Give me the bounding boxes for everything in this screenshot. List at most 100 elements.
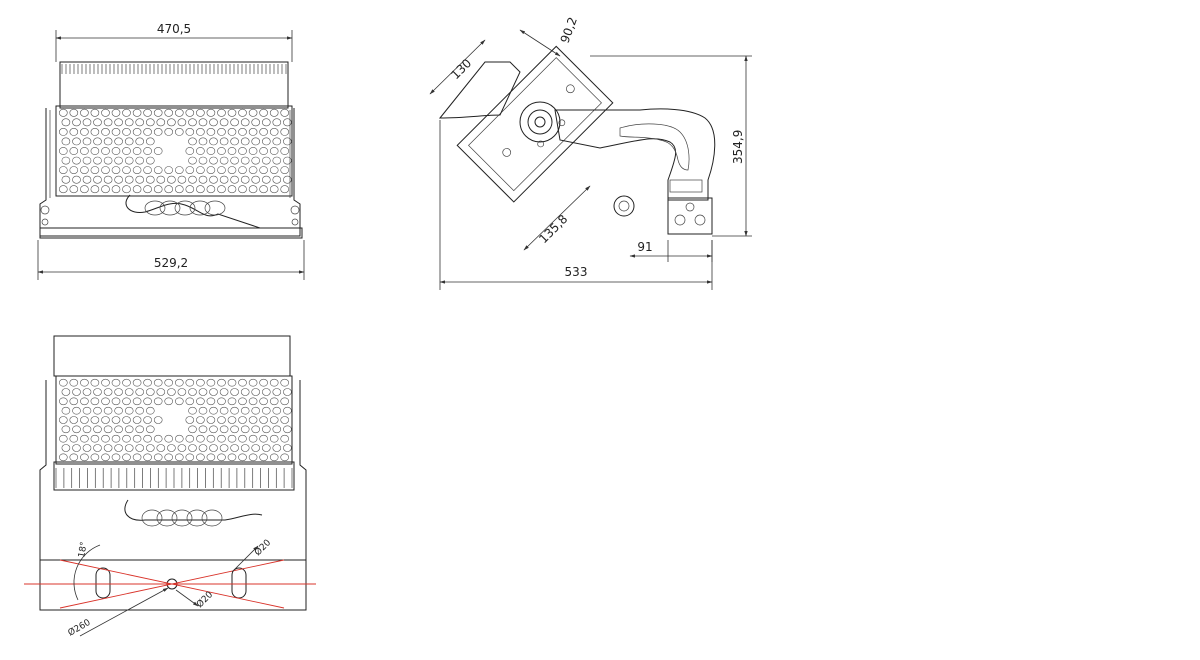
led-lens bbox=[164, 453, 173, 462]
led-lens bbox=[93, 406, 102, 415]
led-lens bbox=[217, 166, 226, 174]
led-lens bbox=[240, 156, 250, 165]
led-lens bbox=[269, 434, 279, 443]
led-lens bbox=[72, 444, 81, 452]
led-lens bbox=[177, 444, 187, 452]
led-lens bbox=[198, 118, 208, 127]
led-lens bbox=[219, 425, 229, 434]
led-lens bbox=[230, 425, 239, 434]
led-lens bbox=[103, 406, 113, 415]
led-lens bbox=[219, 388, 229, 396]
led-lens bbox=[230, 156, 239, 165]
led-lens bbox=[280, 166, 290, 174]
led-lens bbox=[146, 137, 155, 146]
led-lens bbox=[269, 127, 279, 136]
led-lens bbox=[188, 444, 197, 452]
led-lens bbox=[175, 434, 184, 443]
led-lens bbox=[227, 185, 237, 194]
angle-label-18: 18° bbox=[77, 541, 90, 558]
led-lens bbox=[69, 166, 79, 174]
heatsink-top bbox=[59, 61, 289, 109]
led-lens bbox=[230, 118, 239, 127]
led-lens bbox=[103, 388, 113, 396]
led-lens bbox=[198, 156, 208, 165]
led-lens bbox=[198, 137, 208, 146]
led-lens bbox=[114, 175, 123, 184]
led-lens bbox=[167, 388, 176, 396]
led-lens bbox=[69, 397, 79, 406]
led-lens bbox=[251, 137, 260, 146]
led-lens bbox=[124, 406, 134, 415]
led-lens bbox=[230, 388, 239, 396]
led-lens bbox=[72, 425, 81, 434]
led-lens bbox=[227, 127, 237, 136]
centerline-diag-2 bbox=[59, 559, 285, 609]
led-lens bbox=[111, 434, 121, 443]
led-lens bbox=[111, 147, 121, 155]
led-lens bbox=[80, 378, 89, 387]
led-lens bbox=[185, 434, 195, 443]
led-lens bbox=[230, 175, 239, 184]
dim-label-354-9: 354,9 bbox=[731, 130, 745, 164]
front-view: 470,5 529,2 bbox=[37, 22, 305, 280]
led-lens bbox=[196, 108, 205, 117]
led-lens bbox=[69, 453, 79, 462]
led-lens bbox=[261, 444, 271, 452]
led-lens bbox=[217, 416, 226, 424]
led-lens bbox=[93, 444, 102, 452]
led-lens bbox=[238, 166, 247, 174]
led-lens bbox=[146, 118, 155, 127]
pivot-hub bbox=[519, 101, 561, 143]
visor bbox=[438, 61, 521, 119]
led-lens bbox=[259, 108, 268, 117]
led-lens bbox=[146, 444, 155, 452]
rear-fins bbox=[55, 468, 293, 488]
led-lens bbox=[135, 118, 144, 127]
rear-bracket-plate bbox=[39, 559, 307, 611]
led-lens bbox=[103, 137, 113, 146]
led-lens bbox=[69, 378, 79, 387]
led-lens bbox=[80, 185, 89, 194]
led-lens bbox=[188, 118, 197, 127]
led-lens bbox=[82, 444, 92, 452]
led-lens bbox=[122, 453, 131, 462]
led-lens bbox=[82, 388, 92, 396]
led-lens bbox=[132, 397, 142, 406]
led-lens bbox=[72, 137, 81, 146]
led-lens bbox=[240, 175, 250, 184]
led-lens bbox=[259, 397, 268, 406]
rear-fin-block bbox=[53, 461, 295, 491]
led-lens bbox=[269, 166, 279, 174]
led-lens bbox=[90, 127, 100, 136]
led-lens bbox=[196, 453, 205, 462]
led-lens bbox=[90, 108, 100, 117]
led-lens bbox=[209, 175, 218, 184]
led-lens bbox=[82, 137, 92, 146]
led-lens bbox=[61, 388, 71, 396]
dim-label-130: 130 bbox=[448, 56, 474, 82]
dim-label-533: 533 bbox=[565, 265, 588, 279]
led-lens bbox=[198, 175, 208, 184]
led-lens bbox=[101, 147, 110, 155]
led-lens bbox=[93, 425, 102, 434]
led-lens bbox=[132, 453, 142, 462]
dim-label-470-5: 470,5 bbox=[157, 22, 191, 36]
led-lens bbox=[167, 175, 176, 184]
led-lens bbox=[240, 425, 250, 434]
led-lens bbox=[80, 397, 89, 406]
led-lens bbox=[135, 156, 144, 165]
led-lens bbox=[153, 434, 163, 443]
led-lens bbox=[58, 453, 68, 462]
led-lens bbox=[206, 127, 216, 136]
led-lens bbox=[132, 166, 142, 174]
led-lens bbox=[261, 137, 271, 146]
led-lens bbox=[114, 425, 123, 434]
led-lens bbox=[280, 127, 290, 136]
led-lens bbox=[230, 137, 239, 146]
angle-arc bbox=[73, 544, 101, 601]
led-lens bbox=[153, 453, 163, 462]
rear-power-cable bbox=[124, 499, 263, 527]
led-lens bbox=[93, 175, 102, 184]
led-lens bbox=[132, 108, 142, 117]
led-lens bbox=[227, 453, 237, 462]
